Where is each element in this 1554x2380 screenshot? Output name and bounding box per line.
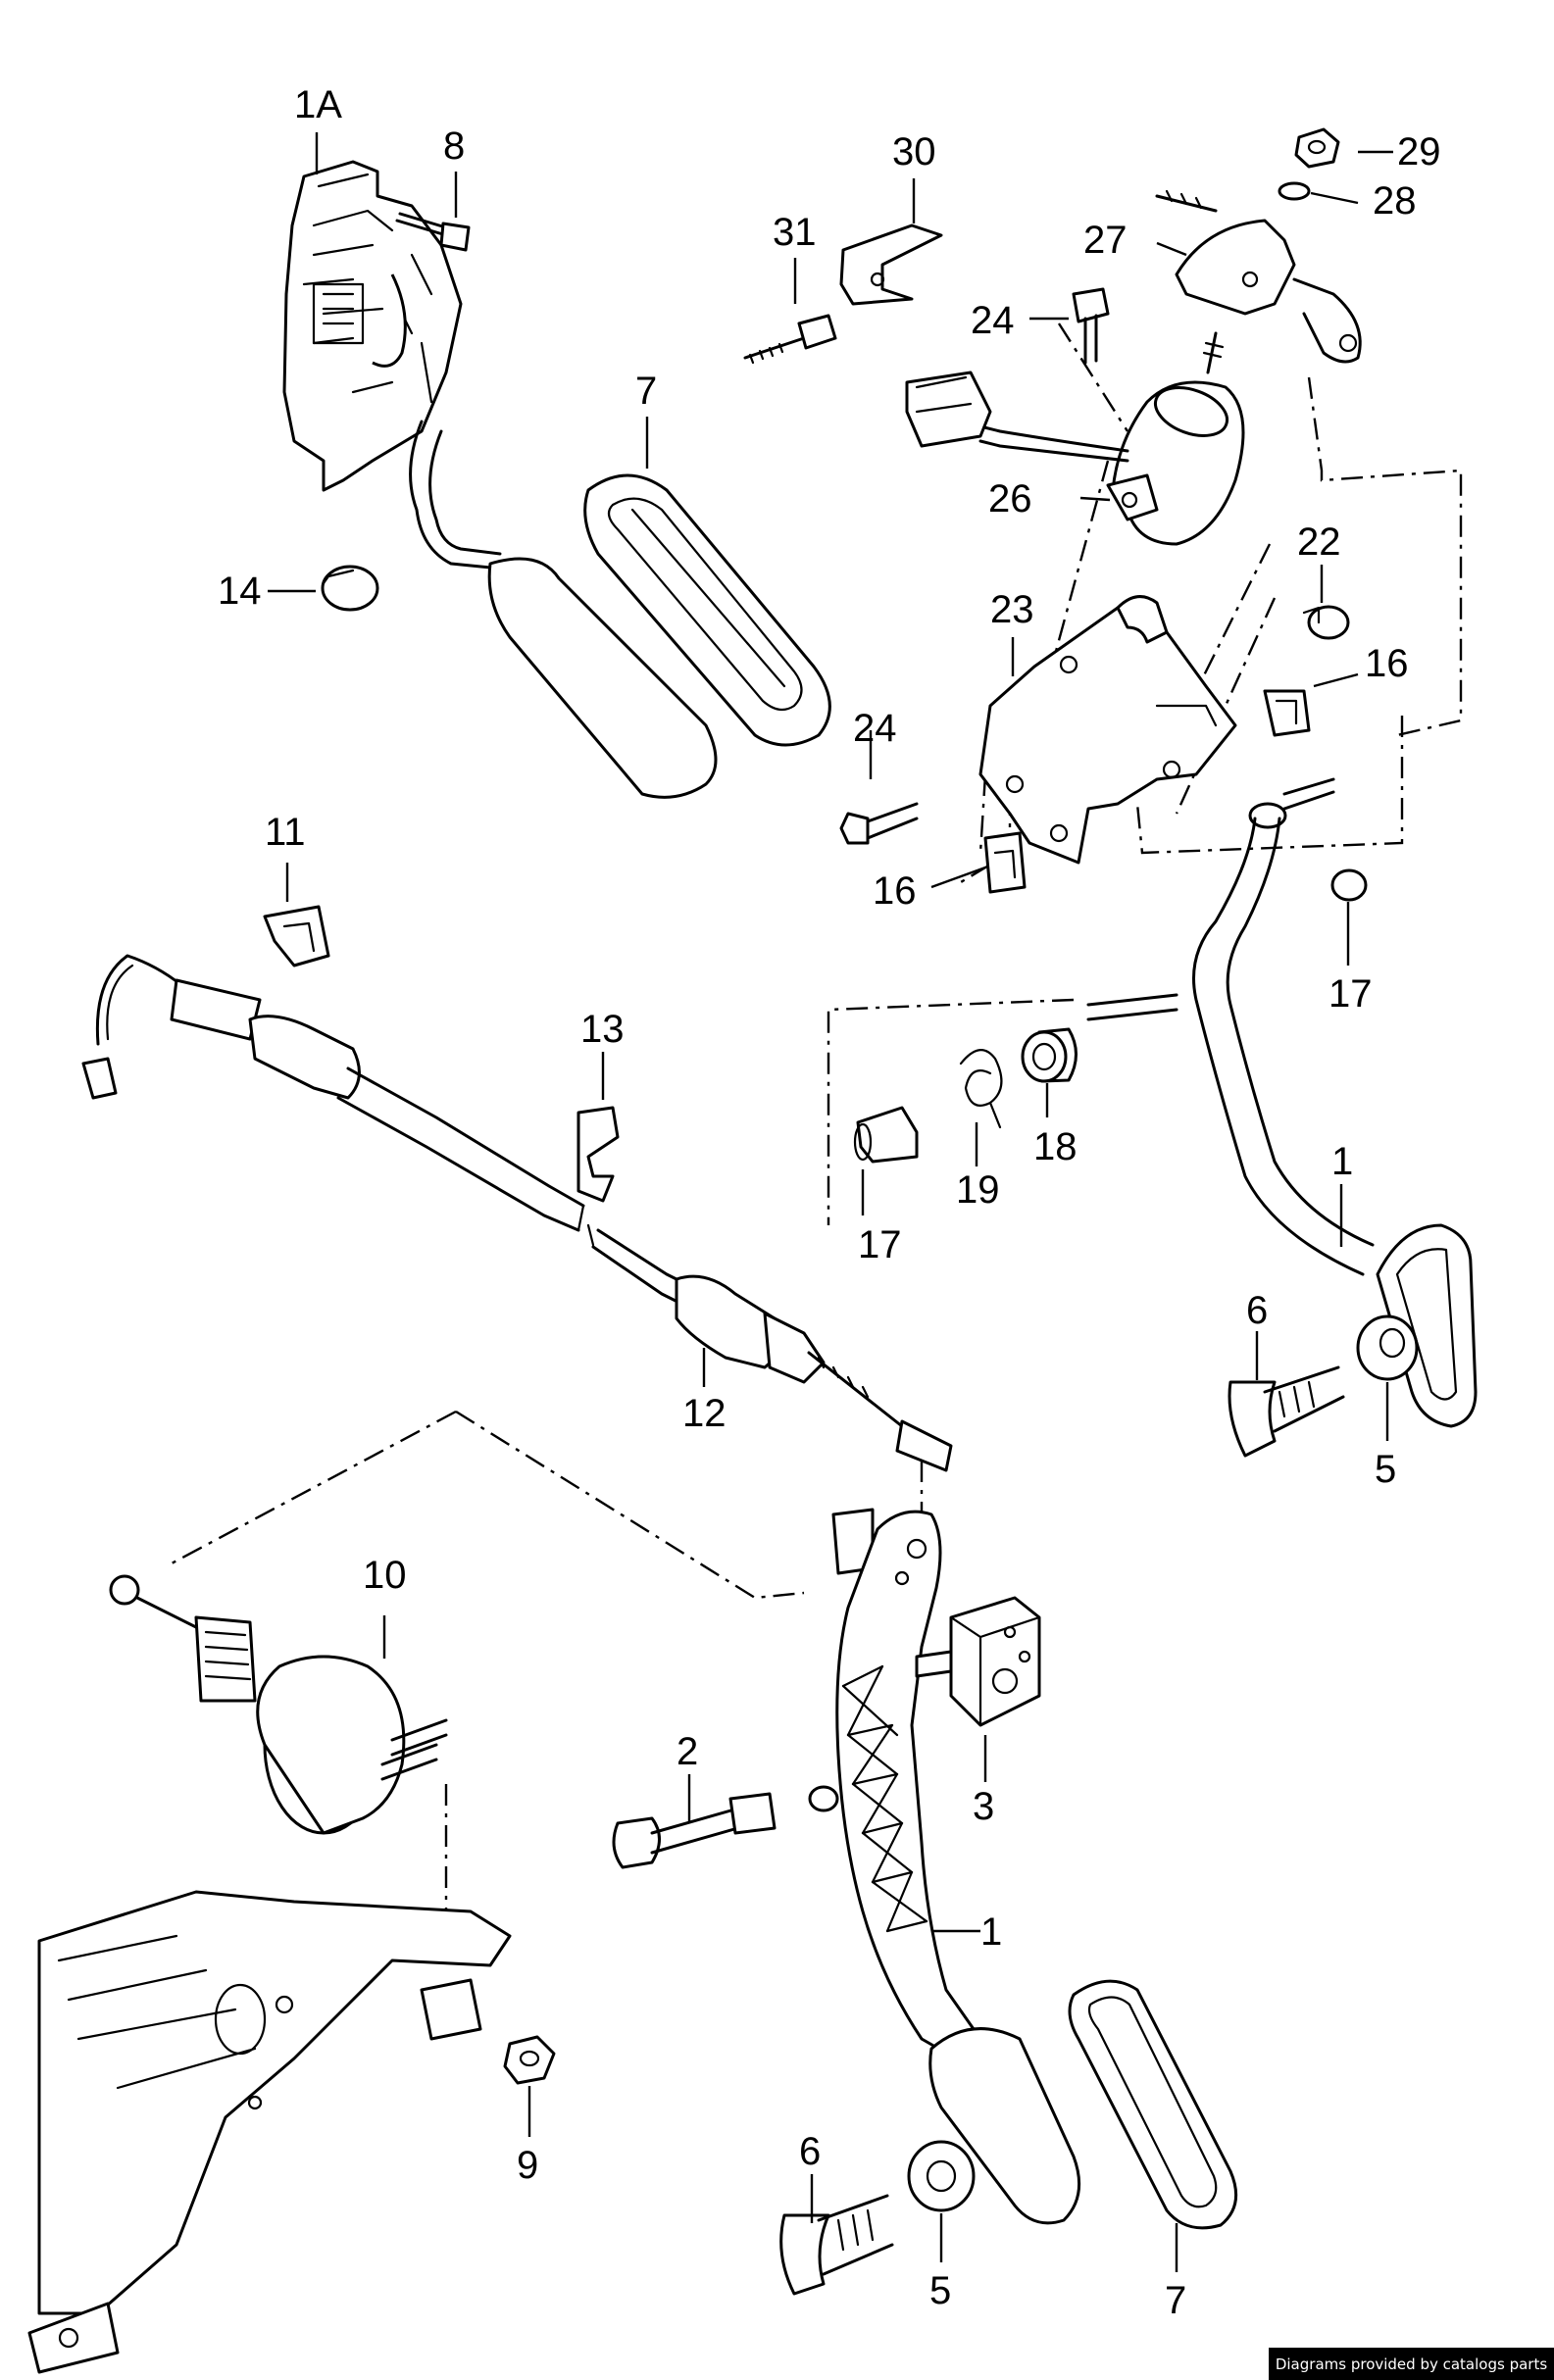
credit-text: Diagrams provided by catalogs parts [1275,2355,1548,2373]
callout-8: 8 [443,124,465,168]
callout-16-left: 16 [873,869,917,913]
callout-1-right: 1 [1331,1140,1353,1183]
leader-lines [268,132,1393,2272]
callout-14: 14 [218,570,262,613]
callout-12: 12 [682,1392,727,1435]
bushing-17-left [853,1106,919,1164]
vacuum-unit-10 [109,1574,448,1835]
callout-7-top: 7 [635,370,657,413]
washer-28 [1278,181,1311,201]
pedal-module-1a [282,160,718,799]
pedal-pad-7-lower [1068,1979,1238,2230]
clip-16-left [983,831,1027,894]
callout-22: 22 [1297,521,1341,564]
pedal-1-lower [808,1508,982,2060]
callout-24-top: 24 [971,299,1015,342]
callout-30: 30 [892,130,936,174]
callout-16-right: 16 [1365,642,1409,685]
callout-3: 3 [973,1785,994,1828]
bolt-8 [395,212,471,252]
clip-16-right [1263,689,1311,737]
bolt-6-right [1228,1365,1345,1458]
nut-29 [1294,127,1340,169]
callout-5-right: 5 [1375,1448,1396,1491]
nut-5-lower [907,2140,976,2212]
callout-18: 18 [1033,1125,1078,1168]
switch-3 [915,1596,1041,1727]
bolt-24-top [1072,287,1110,365]
callout-10: 10 [363,1554,407,1597]
callout-23: 23 [990,588,1034,631]
bolt-6-lower [779,2194,894,2296]
bracket-30 [839,223,943,306]
callout-2: 2 [677,1730,698,1773]
pedal-bracket [27,1890,512,2374]
callout-19: 19 [956,1168,1000,1212]
nut-9 [503,2035,556,2085]
callout-11: 11 [265,811,306,854]
clip-13 [576,1106,620,1203]
callout-6-lower: 6 [799,2130,821,2173]
spring-19 [959,1049,1003,1129]
pedal-pad-lower [928,2027,1081,2225]
pedal-pad-7-top [583,473,831,747]
pin-2 [612,1792,777,1869]
bracket-23 [978,595,1237,865]
callout-numbers: 1A 8 7 14 31 30 29 28 27 24 26 22 23 16 … [218,83,1441,2322]
callout-5-lower: 5 [929,2269,951,2312]
nut-5-right [1356,1314,1419,1381]
callout-31: 31 [773,211,817,254]
credit-footer: Diagrams provided by catalogs parts [1269,2348,1554,2380]
bolt-31 [743,314,837,365]
clip-11 [263,905,330,967]
callout-17-right: 17 [1328,972,1373,1016]
callout-27: 27 [1083,219,1128,262]
callout-9: 9 [517,2144,538,2187]
pedal-pad-right [1376,1223,1478,1428]
callout-6-right: 6 [1246,1289,1268,1332]
callout-17-left: 17 [858,1223,902,1266]
callout-28: 28 [1373,179,1417,223]
callout-1a: 1A [294,83,342,126]
callout-7-lower: 7 [1165,2279,1186,2322]
plug-22 [1302,605,1350,640]
bump-stop-14 [321,565,379,612]
callout-24-mid: 24 [853,707,897,750]
callout-26: 26 [988,477,1032,521]
callout-13: 13 [580,1008,625,1051]
bushing-18 [1021,1027,1078,1083]
callout-29: 29 [1397,130,1441,174]
bolt-24-mid [839,802,919,845]
pedal-1-right [1086,777,1375,1276]
callout-1-lower: 1 [980,1910,1002,1954]
cover-27 [1155,189,1362,364]
cable-12 [81,954,953,1472]
actuator-26 [905,331,1245,546]
